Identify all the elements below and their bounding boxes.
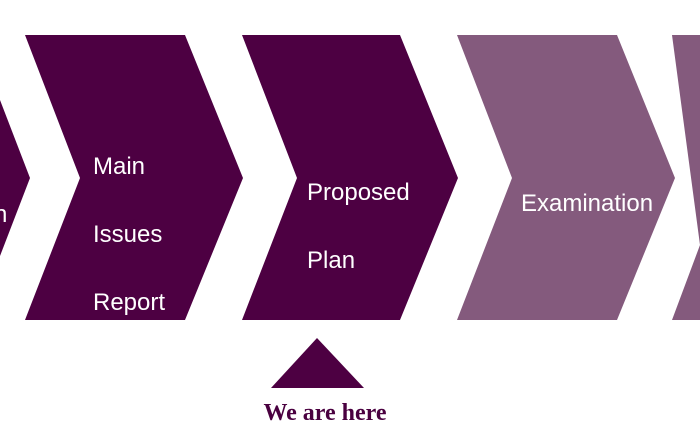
chevron-step-5 <box>672 35 700 320</box>
step-label-3-line-1: Proposed <box>307 179 410 206</box>
step-label-2-line-2: Issues <box>93 221 163 248</box>
chevron-step-3 <box>242 35 458 320</box>
chevron-step-2 <box>25 35 243 320</box>
step-label-1-line-1: n <box>0 201 8 228</box>
step-label-main-issues-report: Main Issues Report <box>93 116 165 354</box>
step-label-proposed-plan: Proposed Plan <box>307 142 410 312</box>
step-label-4-line-1: Examination <box>521 190 654 217</box>
we-are-here-label: We are here <box>263 400 387 426</box>
step-label-examination: Examination <box>521 153 653 255</box>
step-label-1: n <box>0 164 7 266</box>
here-marker-triangle <box>271 338 364 388</box>
chevron-step-4 <box>457 35 675 320</box>
step-label-2-line-3: Report <box>93 289 166 316</box>
chevron-step-1 <box>0 100 30 256</box>
step-label-3-line-2: Plan <box>307 247 356 274</box>
step-label-2-line-1: Main <box>93 153 146 180</box>
